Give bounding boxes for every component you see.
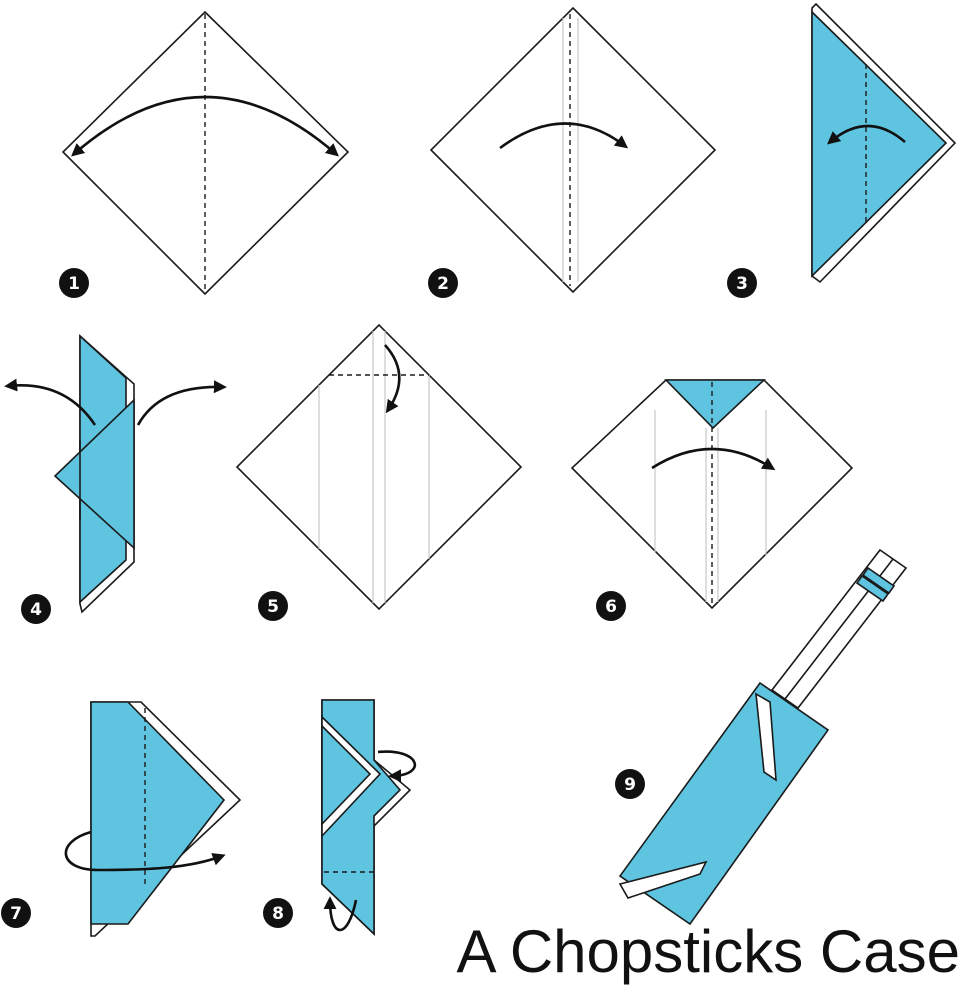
svg-text:3: 3 — [736, 274, 748, 294]
step-7-illustration — [64, 701, 242, 937]
svg-text:6: 6 — [605, 597, 617, 617]
fold-arrow — [827, 124, 906, 145]
step-2-illustration — [429, 6, 717, 294]
fold-arrow-left — [4, 378, 97, 426]
case-body — [618, 681, 830, 926]
svg-text:4: 4 — [30, 600, 42, 620]
step-number-8: 8 — [263, 898, 293, 928]
svg-text:9: 9 — [624, 775, 636, 795]
diagram-title: A Chopsticks Case — [456, 918, 960, 985]
step-number-1: 1 — [59, 268, 89, 298]
step-3-illustration — [811, 2, 957, 284]
step-8-illustration — [321, 699, 417, 936]
step-number-7: 7 — [1, 898, 31, 928]
fold-arrow — [651, 447, 776, 471]
svg-text:8: 8 — [272, 904, 284, 924]
step-4-illustration — [4, 334, 227, 614]
turn-over-arrow — [64, 830, 226, 872]
fold-arrow — [499, 122, 629, 150]
step-5-illustration — [235, 323, 523, 611]
step-number-4: 4 — [21, 594, 51, 624]
fold-arrow-right — [136, 380, 227, 426]
step-number-6: 6 — [596, 591, 626, 621]
step-9-illustration — [618, 548, 908, 926]
svg-text:2: 2 — [437, 274, 449, 294]
svg-text:1: 1 — [68, 274, 80, 294]
svg-text:5: 5 — [267, 597, 279, 617]
fold-arrow — [384, 344, 401, 414]
tuck-arrow-bottom — [323, 896, 358, 932]
step-number-9: 9 — [615, 769, 645, 799]
step-1-illustration — [61, 10, 350, 296]
svg-text:7: 7 — [10, 904, 22, 924]
fold-arrow — [71, 95, 339, 157]
tuck-arrow — [377, 750, 417, 783]
step-number-2: 2 — [428, 268, 458, 298]
step-number-5: 5 — [258, 591, 288, 621]
step-number-3: 3 — [727, 268, 757, 298]
step-6-illustration — [570, 379, 854, 610]
